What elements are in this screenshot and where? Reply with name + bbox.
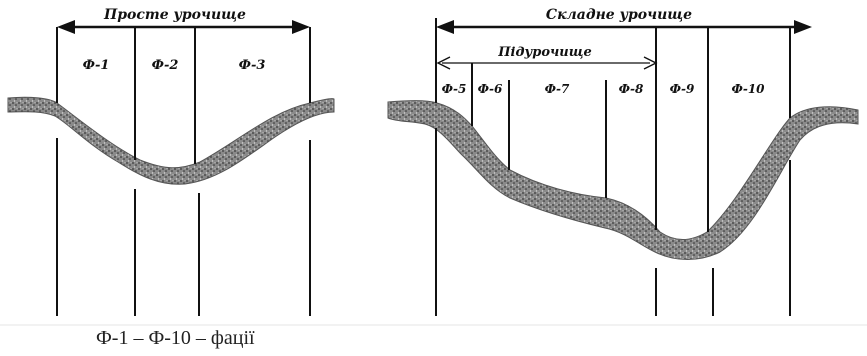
complex-ground-profile (388, 101, 858, 260)
facies-label: Ф-1 (83, 58, 110, 73)
figure-caption: Ф-1 – Ф-10 – фації (96, 327, 255, 350)
facies-label: Ф-10 (731, 82, 765, 96)
facies-label: Ф-9 (670, 82, 695, 96)
subunit-title: Підурочище (497, 45, 592, 60)
complex-title: Складне урочище (546, 7, 692, 23)
facies-label: Ф-8 (619, 82, 644, 96)
facies-label: Ф-6 (478, 82, 503, 96)
simple-title: Просте урочище (103, 7, 246, 23)
facies-label: Ф-7 (545, 82, 570, 96)
complex-arrowhead-right (794, 20, 812, 34)
facies-label: Ф-2 (152, 58, 179, 73)
complex-urochyshche: Складне урочище Підурочище Ф-5 Ф-6 Ф-7 Ф… (388, 7, 858, 316)
facies-label: Ф-5 (442, 82, 467, 96)
complex-arrowhead-left (436, 20, 454, 34)
simple-arrowhead-left (57, 20, 75, 34)
simple-arrowhead-right (292, 20, 310, 34)
facies-label: Ф-3 (239, 58, 266, 73)
simple-urochyshche: Просте урочище Ф-1 Ф-2 Ф-3 (8, 7, 334, 316)
